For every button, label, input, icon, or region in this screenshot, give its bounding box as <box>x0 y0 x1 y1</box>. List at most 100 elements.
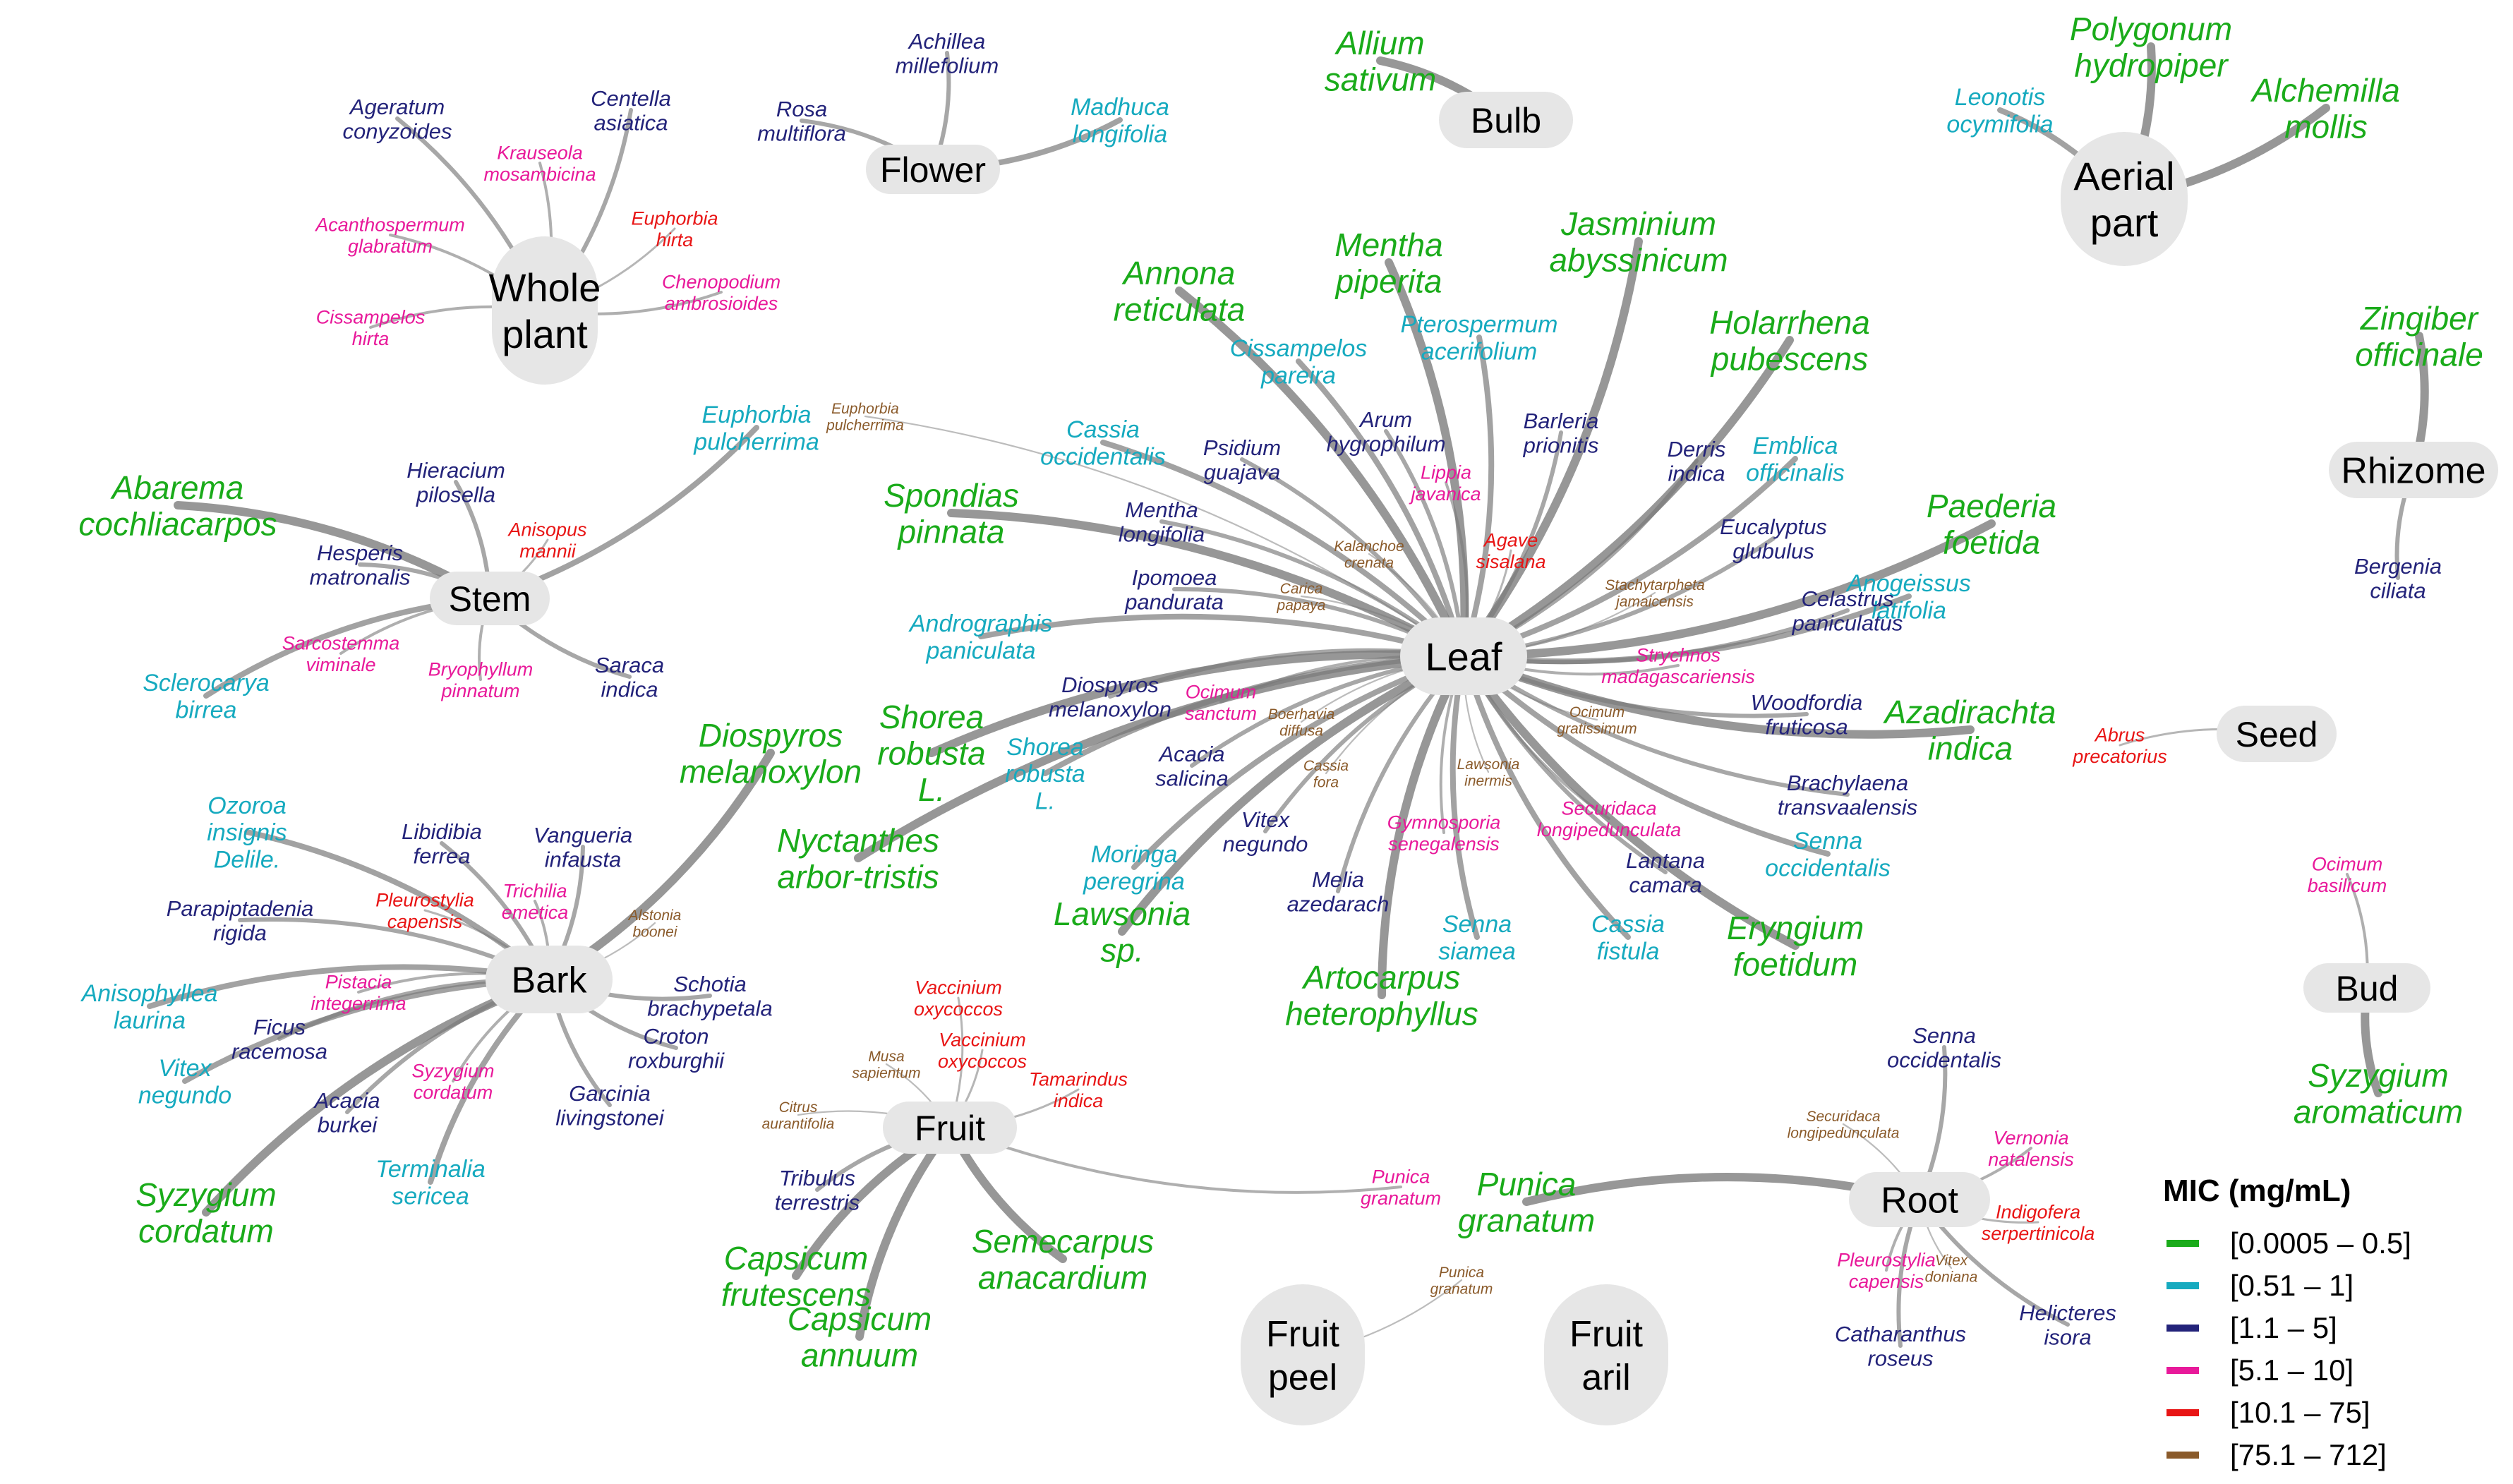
legend-swatch <box>2167 1409 2199 1416</box>
legend-label: [5.1 – 10] <box>2230 1353 2354 1387</box>
mic-legend: MIC (mg/mL) [0.0005 – 0.5][0.51 – 1][1.1… <box>2163 1174 2411 1471</box>
hub-node-box <box>883 1102 1017 1154</box>
edge <box>1385 258 1469 660</box>
hub-label: Stem <box>449 579 531 619</box>
hub-node-seed: Seed <box>2217 706 2337 762</box>
hub-node-box <box>486 946 613 1013</box>
edge <box>948 1126 1402 1194</box>
hub-node-flower: Flower <box>866 145 1000 194</box>
hub-label: Leaf <box>1426 634 1502 679</box>
edge <box>1462 654 1850 797</box>
hub-node-box <box>430 572 550 625</box>
edge <box>1461 653 1631 940</box>
legend-title: MIC (mg/mL) <box>2163 1174 2351 1208</box>
hub-node-box <box>492 236 598 385</box>
legend-label: [0.51 – 1] <box>2230 1269 2354 1302</box>
hub-node-bulb: Bulb <box>1439 92 1573 148</box>
edge <box>1296 358 1466 659</box>
edge <box>1175 286 1468 660</box>
edge <box>947 509 1468 660</box>
hub-node-rhizome: Rhizome <box>2329 442 2498 498</box>
legend-swatch <box>2167 1282 2199 1289</box>
edge <box>1378 652 1468 999</box>
legend-label: [1.1 – 5] <box>2230 1311 2337 1344</box>
hub-node-bark: Bark <box>486 946 613 1013</box>
legend-swatch <box>2167 1367 2199 1374</box>
hub-node-box <box>2061 132 2188 266</box>
edge <box>1459 336 1794 660</box>
hub-node-bud: Bud <box>2303 963 2430 1013</box>
edge <box>1100 440 1466 659</box>
legend-label: [75.1 – 712] <box>2230 1438 2387 1471</box>
hub-label: Rhizome <box>2341 451 2485 492</box>
edge <box>1459 652 1800 950</box>
hub-node-box <box>1439 92 1573 148</box>
hub-node-box <box>866 145 1000 194</box>
legend-swatch <box>2167 1452 2199 1459</box>
edge <box>927 650 1468 757</box>
legend-swatch <box>2167 1240 2199 1247</box>
legend-swatch <box>2167 1325 2199 1332</box>
edge <box>978 613 1466 659</box>
